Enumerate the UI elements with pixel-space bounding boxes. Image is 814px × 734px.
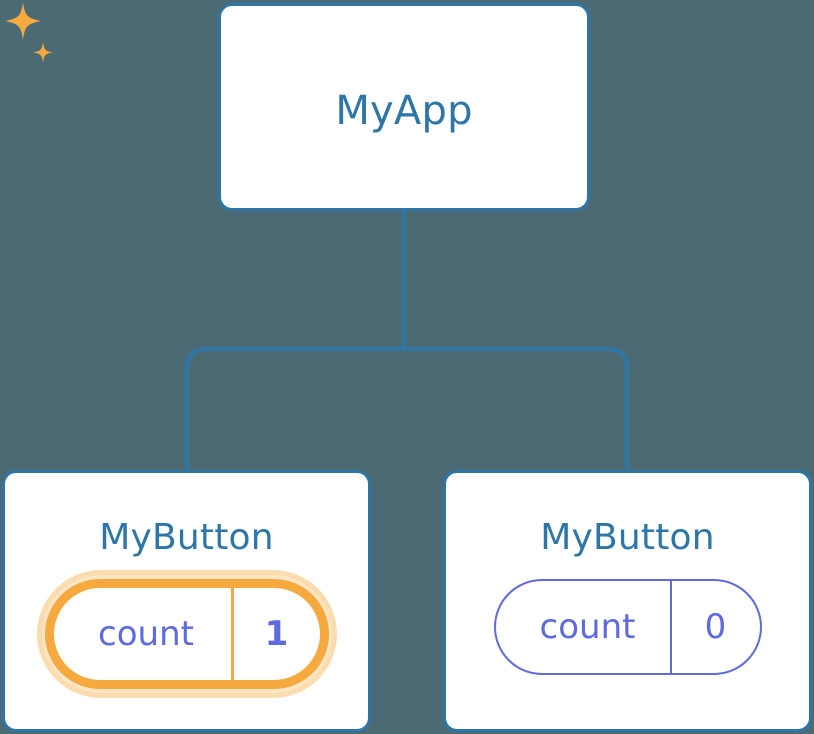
state-pill-value: 1 [264, 614, 289, 654]
node-title-root: MyApp [335, 88, 473, 134]
state-pill-wrap-right: count 0 [446, 579, 809, 675]
node-title-child-right: MyButton [540, 517, 715, 558]
node-card-child-left[interactable]: MyButton count 1 [2, 470, 371, 732]
connector-branch-bar [185, 347, 629, 470]
state-pill-highlight-holder: count 1 [36, 570, 337, 698]
state-pill-value: 0 [704, 607, 727, 647]
state-pill-key: count [54, 588, 234, 680]
state-pill-wrap-left: count 1 [5, 570, 368, 698]
state-pill-plain[interactable]: count 0 [493, 579, 762, 675]
node-card-root[interactable]: MyApp [218, 3, 590, 211]
state-pill-key: count [496, 581, 672, 673]
node-title-child-left: MyButton [99, 517, 274, 558]
state-pill-highlighted[interactable]: count 1 [44, 579, 329, 689]
node-card-child-right[interactable]: MyButton count 0 [443, 470, 812, 732]
